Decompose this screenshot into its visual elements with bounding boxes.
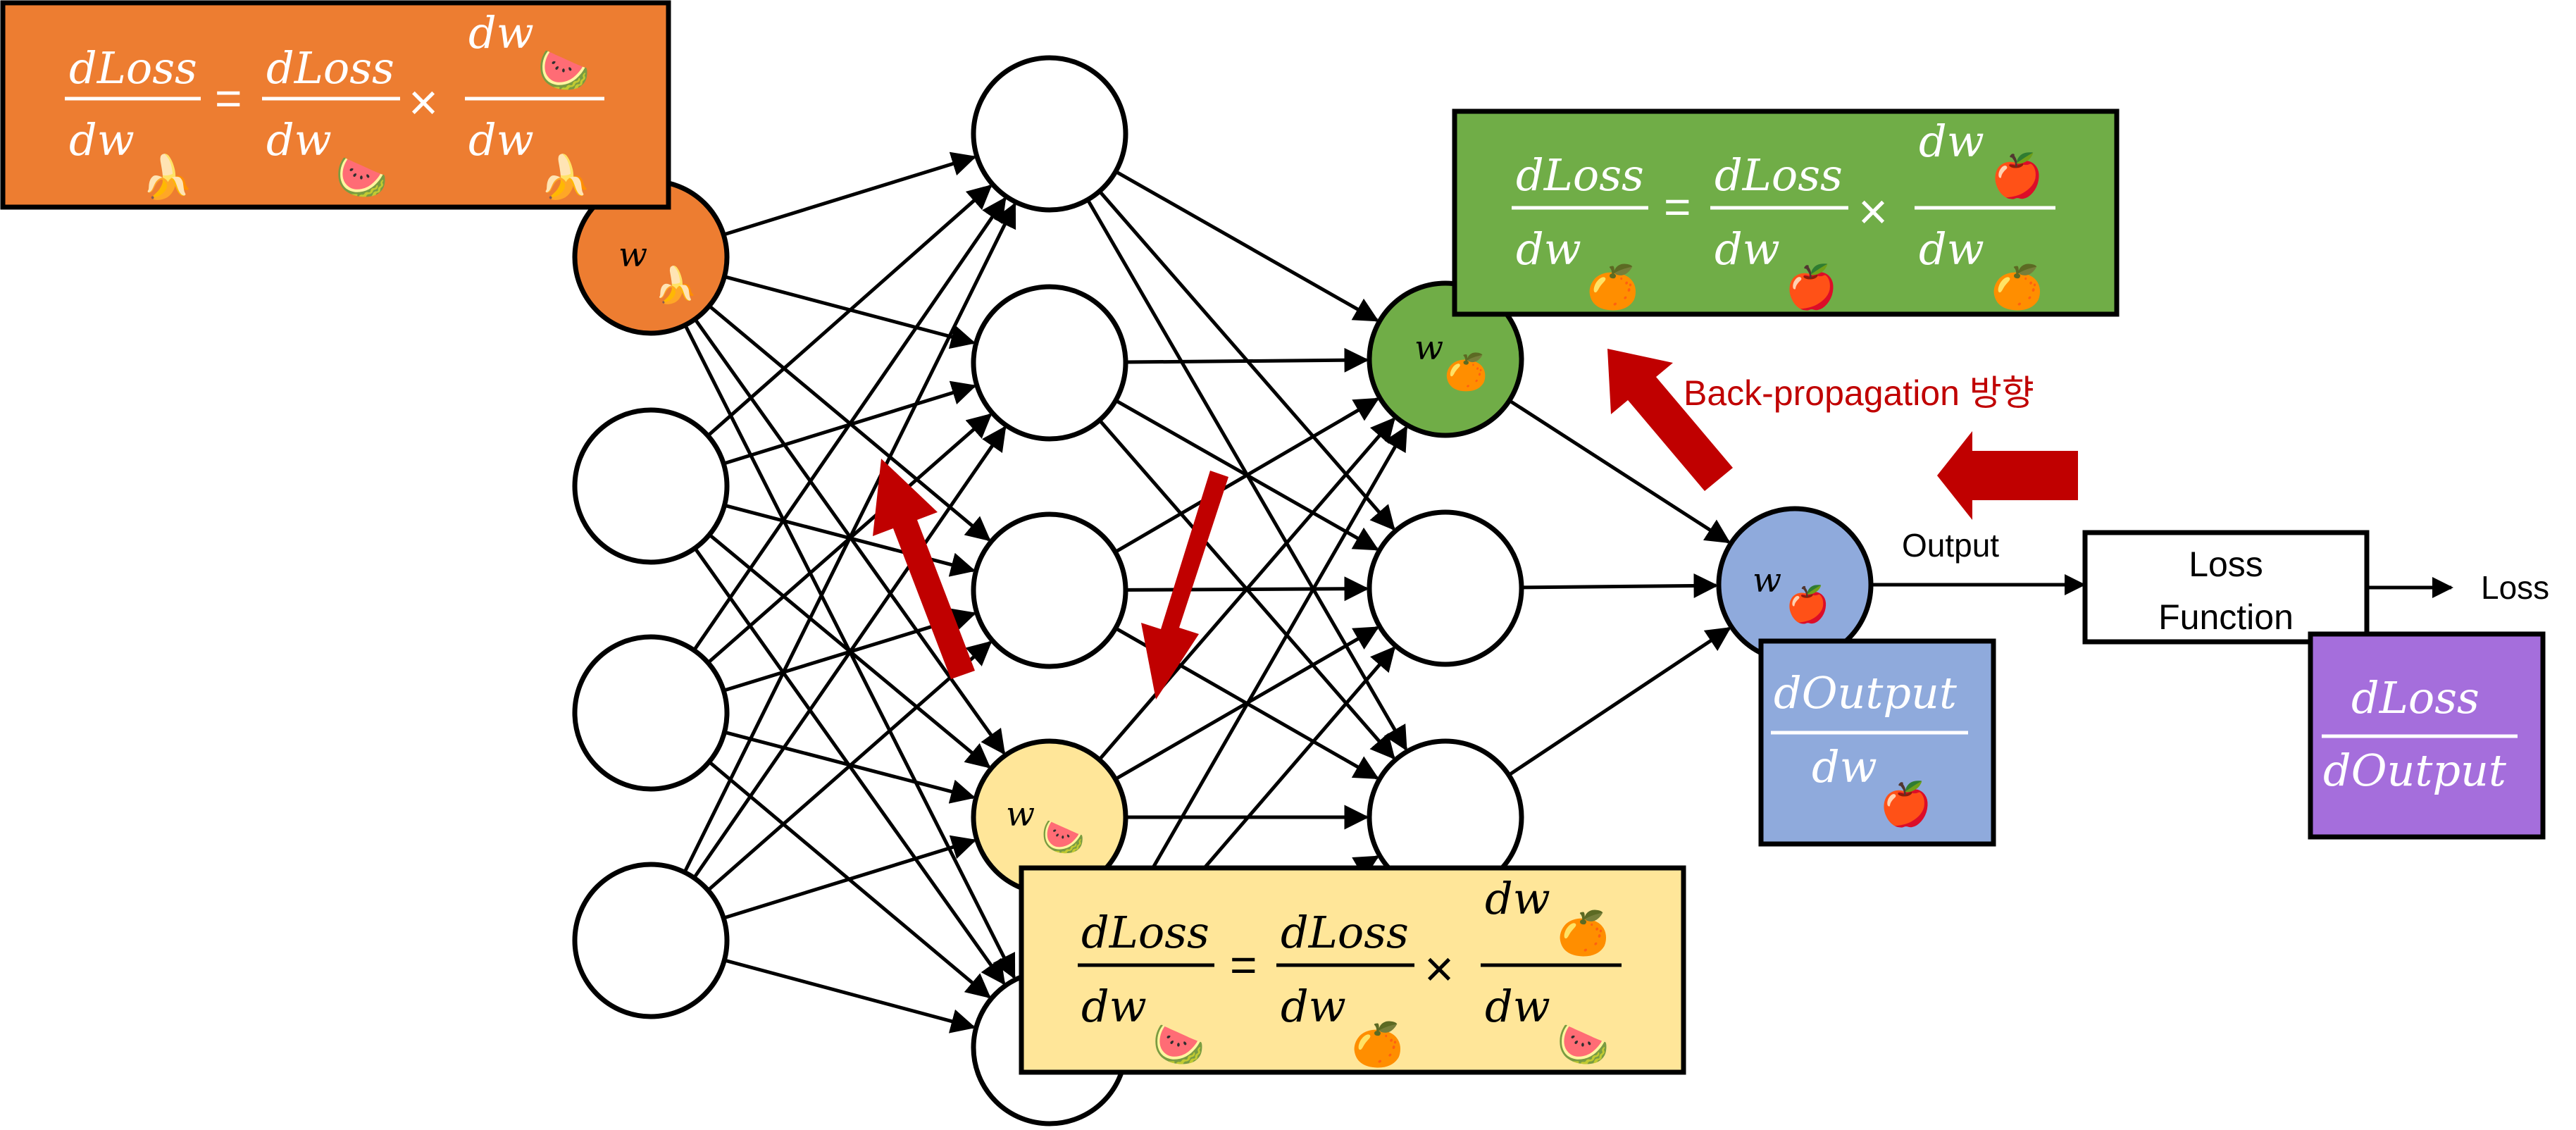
formula-box-orange: dLoss dw 🍊 = dLoss dw 🍎 × dw 🍎 dw 🍊 — [1452, 108, 2120, 317]
svg-text:=: = — [1664, 180, 1691, 232]
backprop-arrows — [873, 349, 2078, 700]
node-l2-1 — [971, 55, 1128, 213]
svg-text:dw: dw — [1715, 223, 1780, 275]
apple-icon: 🍎 — [1785, 261, 1838, 312]
l2-l3-edge-2-0 — [1114, 397, 1380, 554]
svg-text:dw: dw — [468, 114, 534, 166]
svg-text:dLoss: dLoss — [69, 42, 197, 94]
svg-text:dOutput: dOutput — [1774, 667, 1957, 719]
apple-icon: 🍎 — [1879, 778, 1932, 829]
l1-l2-edge-2-0 — [692, 197, 1007, 652]
banana-icon: 🍌 — [654, 265, 697, 306]
red-arrow-up — [873, 459, 975, 679]
l2-l3-edge-0-0 — [1114, 170, 1379, 322]
l1-l2-edge-1-0 — [707, 184, 993, 437]
svg-text:dw: dw — [69, 114, 135, 166]
red-arrow-left — [1937, 431, 2078, 520]
label-w-watermelon: w — [1006, 795, 1035, 834]
l1-l2-edge-3-1 — [692, 426, 1007, 879]
node-w-orange — [1367, 280, 1524, 438]
network-edges — [683, 151, 1731, 1033]
watermelon-icon: 🍉 — [1041, 817, 1085, 857]
backprop-label: Back-propagation 방향 — [1684, 373, 2034, 413]
output-label: Output — [1902, 527, 1999, 564]
svg-text:×: × — [409, 75, 438, 131]
l2-l3-edge-1-0 — [1125, 347, 1369, 373]
svg-text:dw: dw — [1485, 873, 1550, 924]
l3-out-edge-0-0 — [1508, 399, 1731, 544]
node-l1-4 — [572, 862, 730, 1019]
apple-icon: 🍎 — [1991, 150, 2043, 201]
node-l2-3 — [971, 511, 1128, 669]
loss-label: Loss — [2481, 569, 2549, 606]
svg-text:dw: dw — [1485, 981, 1550, 1032]
l1-l2-edge-3-2 — [707, 640, 993, 892]
loss-function-box — [2082, 530, 2370, 645]
svg-text:dw: dw — [1081, 981, 1147, 1032]
red-arrow-down — [1141, 471, 1228, 700]
orange-icon: 🍊 — [1351, 1020, 1405, 1069]
banana-icon: 🍌 — [539, 153, 592, 202]
svg-text:dOutput: dOutput — [2323, 745, 2506, 796]
formula-box-apple: dOutput dw 🍎 — [1758, 638, 1996, 847]
formula-box-banana: dLoss dw 🍌 = dLoss dw 🍉 × dw 🍉 dw 🍌 — [0, 0, 671, 210]
svg-text:=: = — [215, 72, 242, 124]
svg-text:=: = — [1230, 938, 1257, 991]
layer-input — [572, 178, 730, 1019]
l1-l2-edge-0-0 — [723, 151, 977, 237]
watermelon-icon: 🍉 — [1152, 1020, 1205, 1069]
apple-icon: 🍎 — [1786, 583, 1829, 625]
layer-hidden-2 — [1367, 280, 1524, 896]
label-w-orange: w — [1414, 328, 1443, 368]
orange-icon: 🍊 — [1557, 909, 1611, 958]
svg-text:dw: dw — [468, 7, 534, 58]
l1-l2-edge-3-4 — [723, 958, 976, 1033]
svg-text:dLoss: dLoss — [1715, 149, 1843, 201]
svg-text:dLoss: dLoss — [1516, 149, 1644, 201]
l1-l2-edge-3-3 — [723, 835, 977, 920]
node-l2-2 — [971, 284, 1128, 442]
label-w-apple: w — [1753, 561, 1781, 600]
svg-text:dLoss: dLoss — [1281, 907, 1409, 958]
banana-icon: 🍌 — [141, 153, 194, 202]
svg-text:×: × — [1424, 941, 1454, 998]
orange-icon: 🍊 — [1444, 352, 1490, 392]
orange-icon: 🍊 — [1991, 263, 2045, 312]
l2-l3-edge-3-0 — [1097, 417, 1396, 761]
watermelon-icon: 🍉 — [335, 153, 388, 202]
loss-function-label-line1: Loss — [2189, 545, 2263, 584]
node-l1-3 — [572, 634, 730, 792]
red-arrow-up-left — [1607, 349, 1733, 491]
node-l3-2 — [1367, 509, 1524, 667]
orange-icon: 🍊 — [1586, 263, 1641, 312]
svg-text:dw: dw — [1919, 223, 1984, 275]
formula-box-loss: dLoss dOutput — [2308, 631, 2546, 840]
node-l1-2 — [572, 407, 730, 565]
svg-text:dw: dw — [1516, 223, 1581, 275]
svg-text:dLoss: dLoss — [1081, 907, 1209, 958]
svg-text:dw: dw — [1281, 981, 1346, 1032]
formula-box-watermelon: dLoss dw 🍉 = dLoss dw 🍊 × dw 🍊 dw 🍉 — [1019, 865, 1686, 1075]
svg-text:dLoss: dLoss — [2351, 672, 2479, 724]
loss-function-label-line2: Function — [2158, 597, 2294, 637]
svg-text:×: × — [1858, 184, 1888, 240]
svg-text:dw: dw — [1919, 116, 1984, 167]
svg-text:dw: dw — [266, 114, 332, 166]
watermelon-icon: 🍉 — [537, 46, 590, 95]
label-w-banana: w — [618, 235, 647, 275]
l1-l2-edge-3-0 — [683, 202, 1016, 874]
l3-out-edge-1-0 — [1521, 573, 1719, 598]
watermelon-icon: 🍉 — [1557, 1020, 1610, 1069]
svg-text:dw: dw — [1812, 741, 1877, 793]
svg-text:dLoss: dLoss — [266, 42, 394, 94]
l3-out-edge-2-0 — [1507, 626, 1731, 777]
